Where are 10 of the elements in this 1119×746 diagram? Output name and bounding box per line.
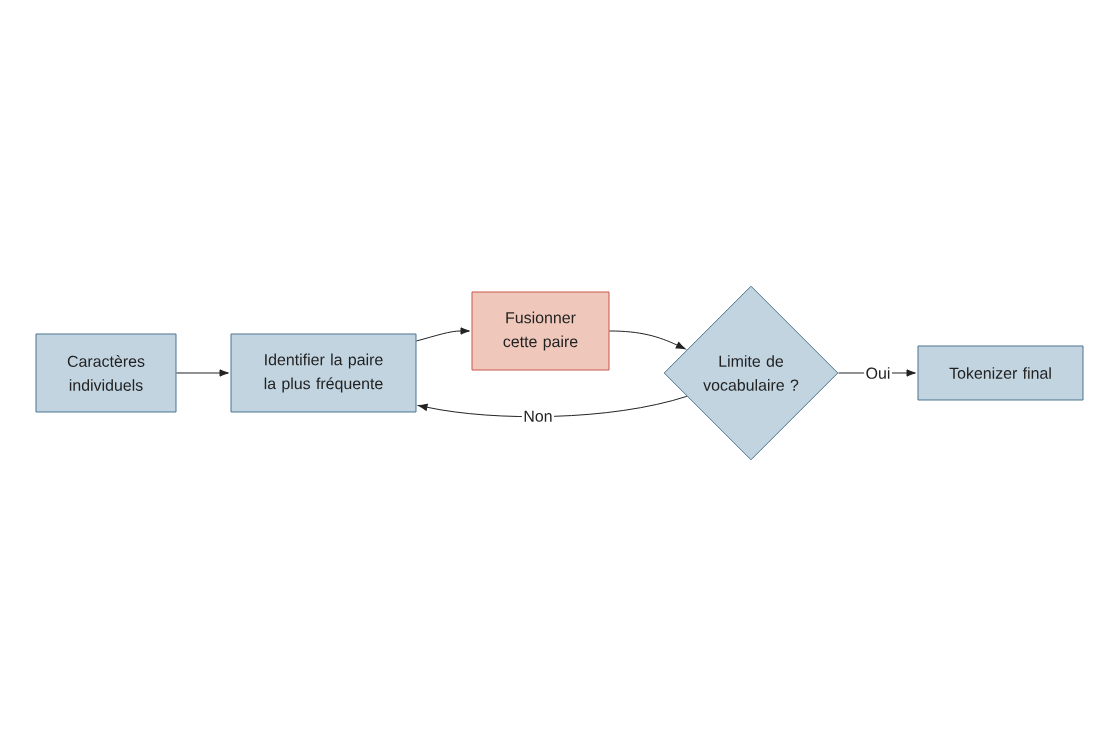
- edge-label: Oui: [864, 365, 892, 381]
- process-box: Caractères individuels: [35, 333, 177, 413]
- arrow: [418, 395, 688, 418]
- edge-label: Non: [521, 409, 555, 424]
- arrow: [416, 327, 470, 342]
- process-box: Fusionner cette paire: [471, 291, 610, 371]
- process-box: Tokenizer final: [917, 345, 1084, 401]
- process-box: Identifier la paire la plus fréquente: [230, 333, 417, 413]
- arrow: [609, 330, 686, 350]
- arrow: [176, 369, 229, 377]
